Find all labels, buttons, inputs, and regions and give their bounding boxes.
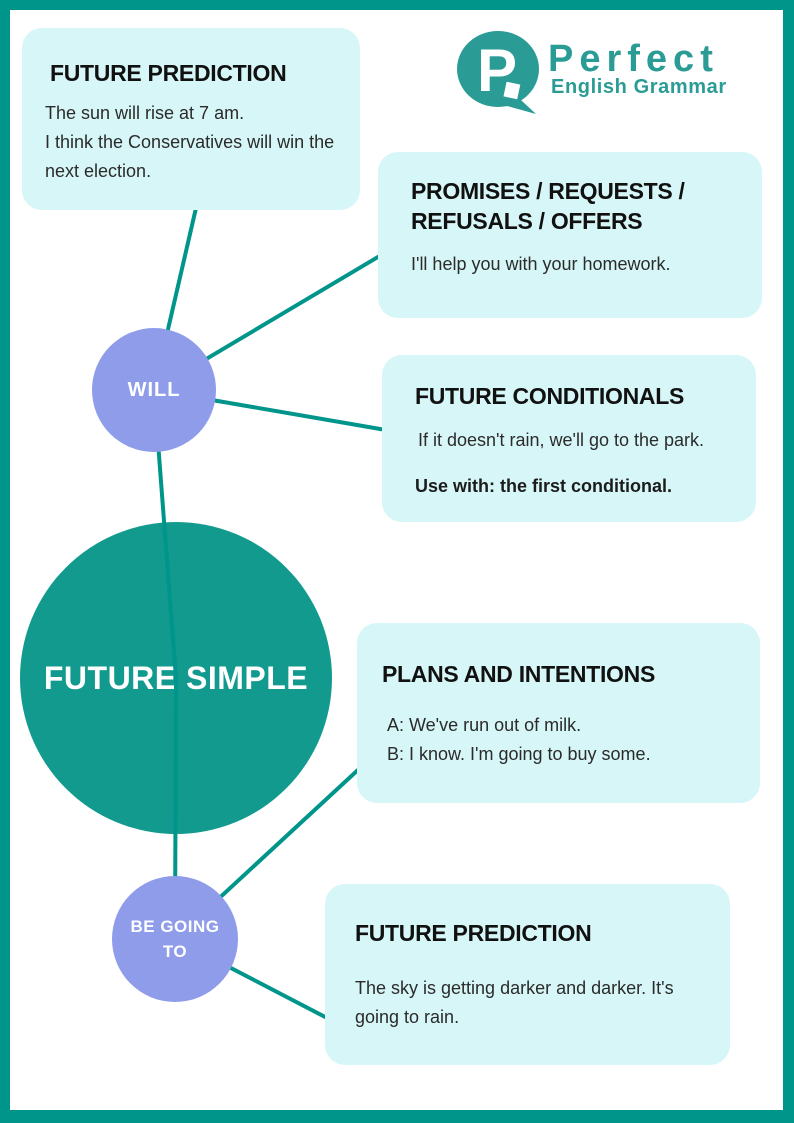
box-example: I'll help you with your homework.	[411, 253, 671, 274]
node-be-going-to-label: BE GOING TO	[130, 916, 220, 962]
box-title: FUTURE PREDICTION	[50, 60, 287, 86]
box-future-conditionals: FUTURE CONDITIONALS If it doesn't rain, …	[382, 355, 756, 522]
speech-bubble-p-icon: P	[457, 31, 539, 114]
box-promises-requests: PROMISES / REQUESTS / REFUSALS / OFFERS …	[378, 152, 762, 318]
node-be-going-to: BE GOING TO	[112, 876, 238, 1002]
box-future-prediction-begoingto: FUTURE PREDICTION The sky is getting dar…	[325, 884, 730, 1065]
box-example: If it doesn't rain, we'll go to the park…	[418, 430, 705, 451]
box-title: PROMISES / REQUESTS / REFUSALS / OFFERS	[411, 178, 685, 235]
perfect-english-grammar-logo: P Perfect English Grammar	[456, 30, 766, 122]
box-title: PLANS AND INTENTIONS	[382, 661, 655, 687]
box-example: The sky is getting darker and darker. It…	[355, 978, 674, 1028]
center-node-future-simple: FUTURE SIMPLE	[20, 522, 332, 834]
box-example: B: I know. I'm going to buy some.	[387, 744, 651, 765]
node-will-label: WILL	[127, 378, 181, 401]
box-note: Use with: the first conditional.	[415, 476, 673, 497]
box-title: FUTURE CONDITIONALS	[415, 383, 685, 409]
box-example: I think the Conservatives will win the n…	[45, 132, 335, 181]
node-will: WILL	[92, 328, 216, 452]
box-title: FUTURE PREDICTION	[355, 920, 592, 946]
logo-title: Perfect	[548, 38, 719, 80]
logo-subtitle: English Grammar	[551, 76, 727, 98]
box-plans-intentions: PLANS AND INTENTIONS A: We've run out of…	[357, 623, 760, 803]
logo-letter: P	[477, 37, 517, 104]
center-node-label: FUTURE SIMPLE	[43, 659, 309, 696]
box-example: The sun will rise at 7 am.	[45, 103, 245, 124]
box-example: A: We've run out of milk.	[387, 715, 582, 736]
box-future-prediction-will: FUTURE PREDICTION The sun will rise at 7…	[22, 28, 360, 210]
